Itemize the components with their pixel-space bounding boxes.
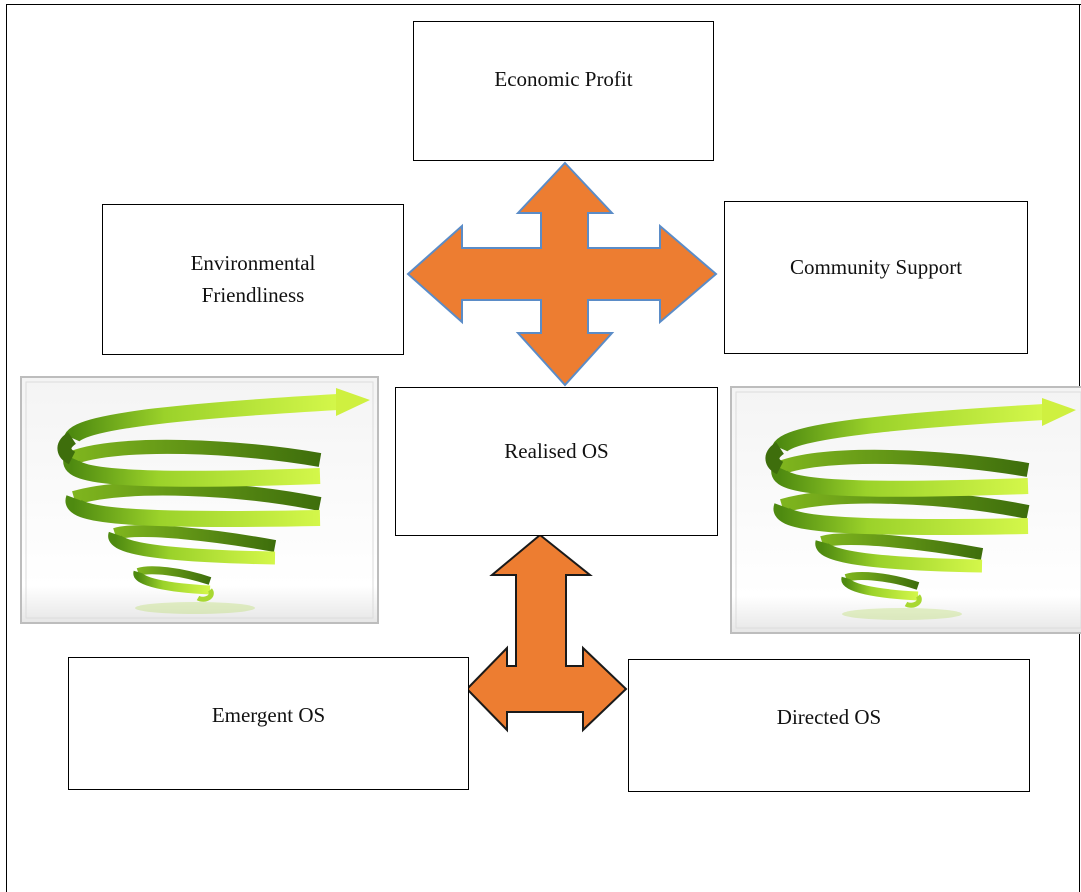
three-way-arrow-icon [465,533,628,733]
green-spiral-arrow-icon [730,386,1081,634]
environmental-friendliness-label: Environmental Friendliness [190,251,316,307]
emergent-os-box: Emergent OS [68,657,469,790]
economic-profit-label: Economic Profit [494,67,633,91]
economic-profit-box: Economic Profit [413,21,714,161]
green-spiral-arrow-icon [20,376,379,624]
community-support-label: Community Support [789,254,963,279]
directed-os-box: Directed OS [628,659,1030,792]
community-support-box: Community Support [724,201,1028,354]
realised-os-box: Realised OS [395,387,718,536]
emergent-os-label: Emergent OS [211,703,326,727]
frame-top [6,4,1081,5]
realised-os-label: Realised OS [504,439,609,463]
four-way-arrow-icon [406,161,718,387]
frame-left [6,4,7,892]
directed-os-label: Directed OS [776,705,882,729]
environmental-friendliness-box: Environmental Friendliness [102,204,404,355]
